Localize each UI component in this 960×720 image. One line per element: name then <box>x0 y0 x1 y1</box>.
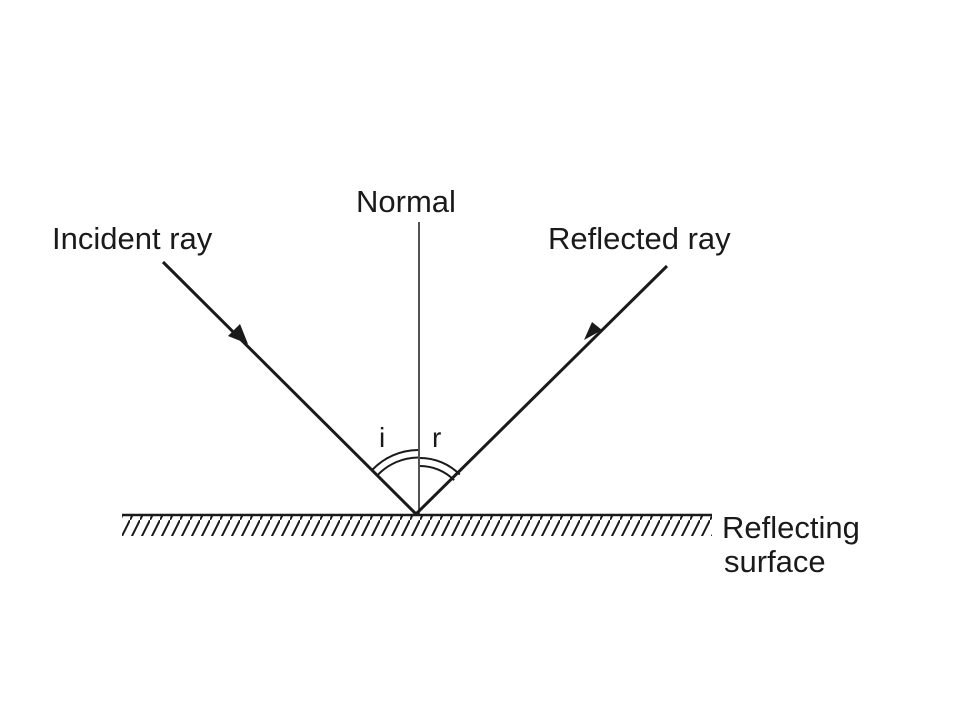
incident-ray-label: Incident ray <box>52 221 213 256</box>
surface-label-line2: surface <box>724 544 826 579</box>
surface-label-line1: Reflecting <box>722 510 860 545</box>
angle-i-arc-outer <box>371 449 419 471</box>
angle-r-arc-outer <box>419 457 461 476</box>
reflected-ray-line <box>414 264 669 516</box>
angle-i-arcs <box>371 449 419 476</box>
reflected-arrowhead-icon <box>584 322 602 340</box>
angle-r-label: r <box>432 422 441 453</box>
incident-ray-line <box>161 260 418 516</box>
angle-r-arc-inner <box>419 465 455 481</box>
normal-label: Normal <box>356 184 456 219</box>
angle-i-arc-inner <box>377 456 419 476</box>
surface-hatching <box>122 516 712 536</box>
reflected-ray-label: Reflected ray <box>548 221 731 256</box>
reflecting-surface <box>122 513 712 536</box>
angle-i-label: i <box>379 422 385 453</box>
incident-arrowhead-icon <box>228 324 248 344</box>
angle-r-arcs <box>419 457 461 481</box>
